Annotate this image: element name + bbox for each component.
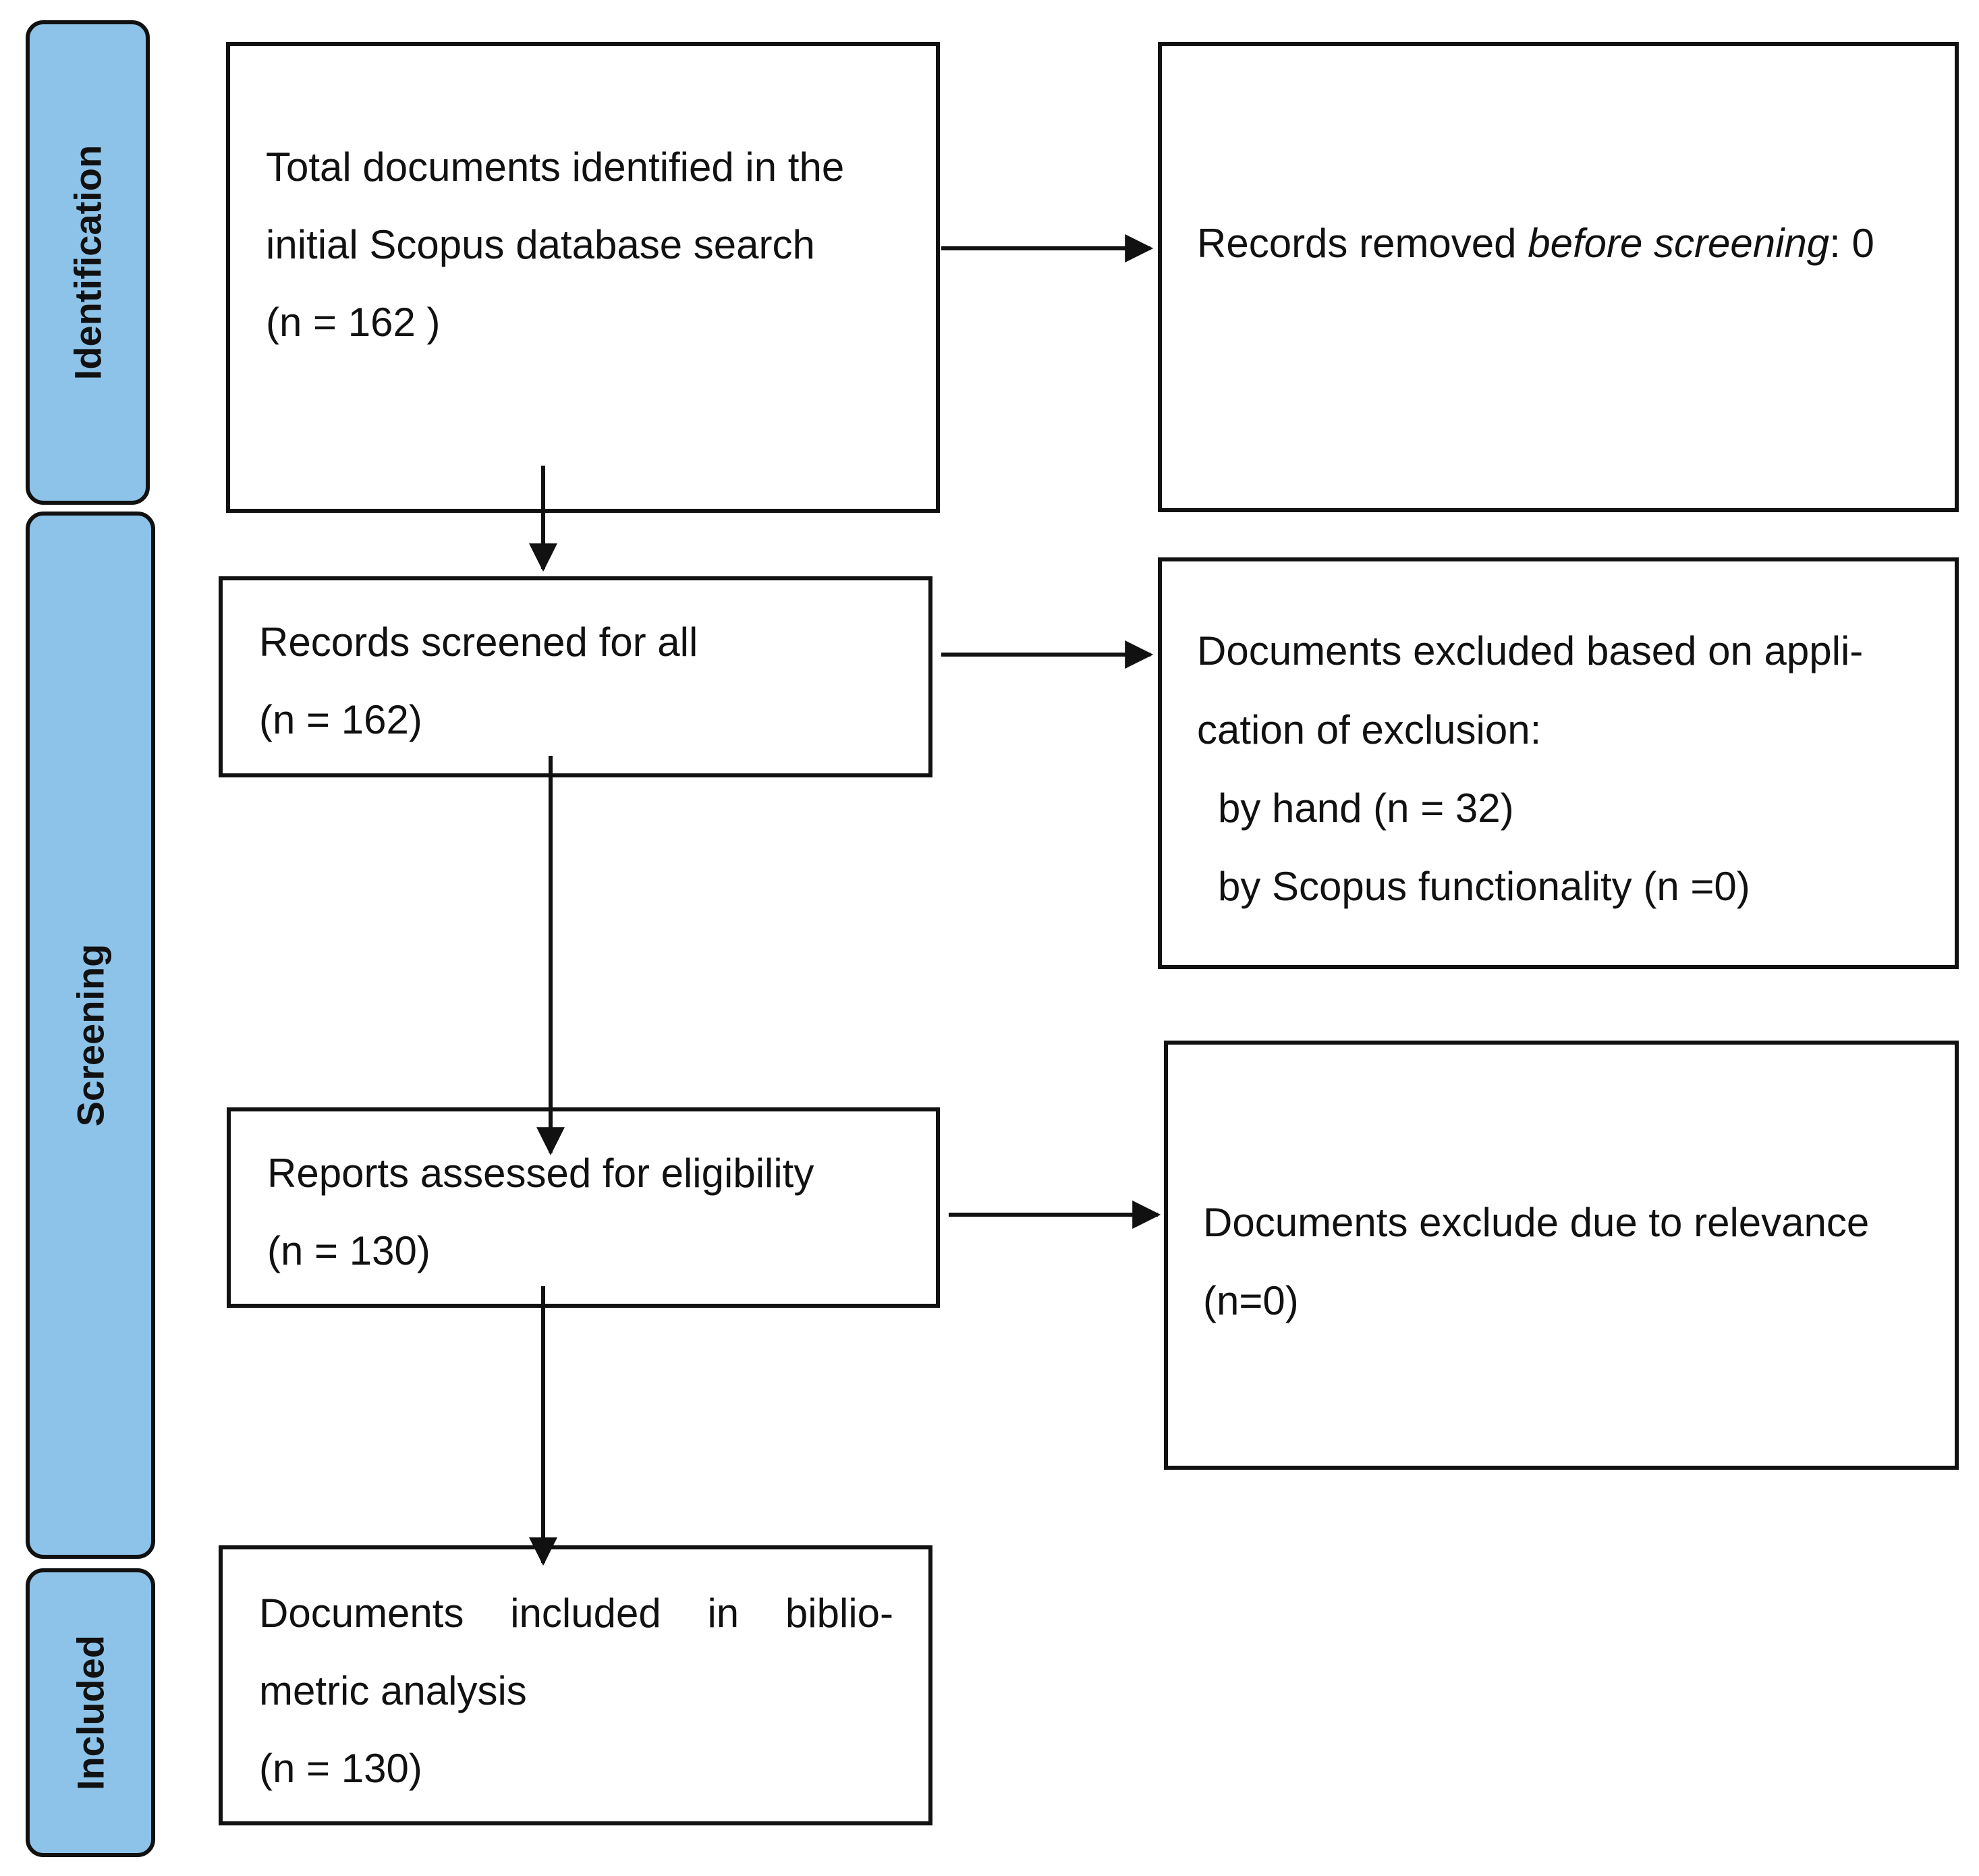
removed-prefix: Records removed [1197,221,1528,266]
screened-count: (n = 162) [259,697,422,742]
removed-box: Records removed before screening: 0 [1158,42,1959,512]
phase-included: Included [26,1568,155,1857]
excluded-by-scopus: by Scopus functionality (n =0) [1218,864,1750,909]
removed-emphasis: before screening [1528,221,1830,266]
assessed-box: Reports assessed for eligibility (n = 13… [227,1107,940,1308]
excluded-by-hand: by hand (n = 32) [1218,785,1514,831]
assessed-count: (n = 130) [267,1228,430,1273]
removed-text: Records removed before screening: 0 [1197,223,1874,264]
included-line2: metric analysis [259,1668,527,1713]
identified-box: Total documents identified in the initia… [226,42,940,513]
phase-identification: Identification [26,20,150,505]
assessed-line1: Reports assessed for eligibility [267,1151,814,1196]
excluded-application-line2: cation of exclusion: [1197,707,1542,752]
excluded-application-box: Documents excluded based on appli- catio… [1158,557,1959,969]
removed-suffix: : 0 [1829,221,1874,266]
excluded-relevance-count: (n=0) [1203,1278,1299,1323]
excluded-relevance-line1: Documents exclude due to relevance [1203,1200,1870,1245]
identified-line1: Total documents identified in the [266,144,845,190]
identified-line2: initial Scopus database search [266,222,815,267]
identified-count: (n = 162 ) [266,300,441,345]
excluded-application-line1: Documents excluded based on appli- [1197,628,1864,673]
included-line1: Documents included in biblio- [259,1591,893,1636]
screened-line1: Records screened for all [259,619,698,665]
phase-screening: Screening [26,512,155,1559]
included-box: Documents included in biblio- metric ana… [219,1545,932,1825]
included-count: (n = 130) [259,1746,422,1791]
screened-box: Records screened for all (n = 162) [219,576,932,777]
excluded-relevance-box: Documents exclude due to relevance (n=0) [1164,1041,1959,1470]
